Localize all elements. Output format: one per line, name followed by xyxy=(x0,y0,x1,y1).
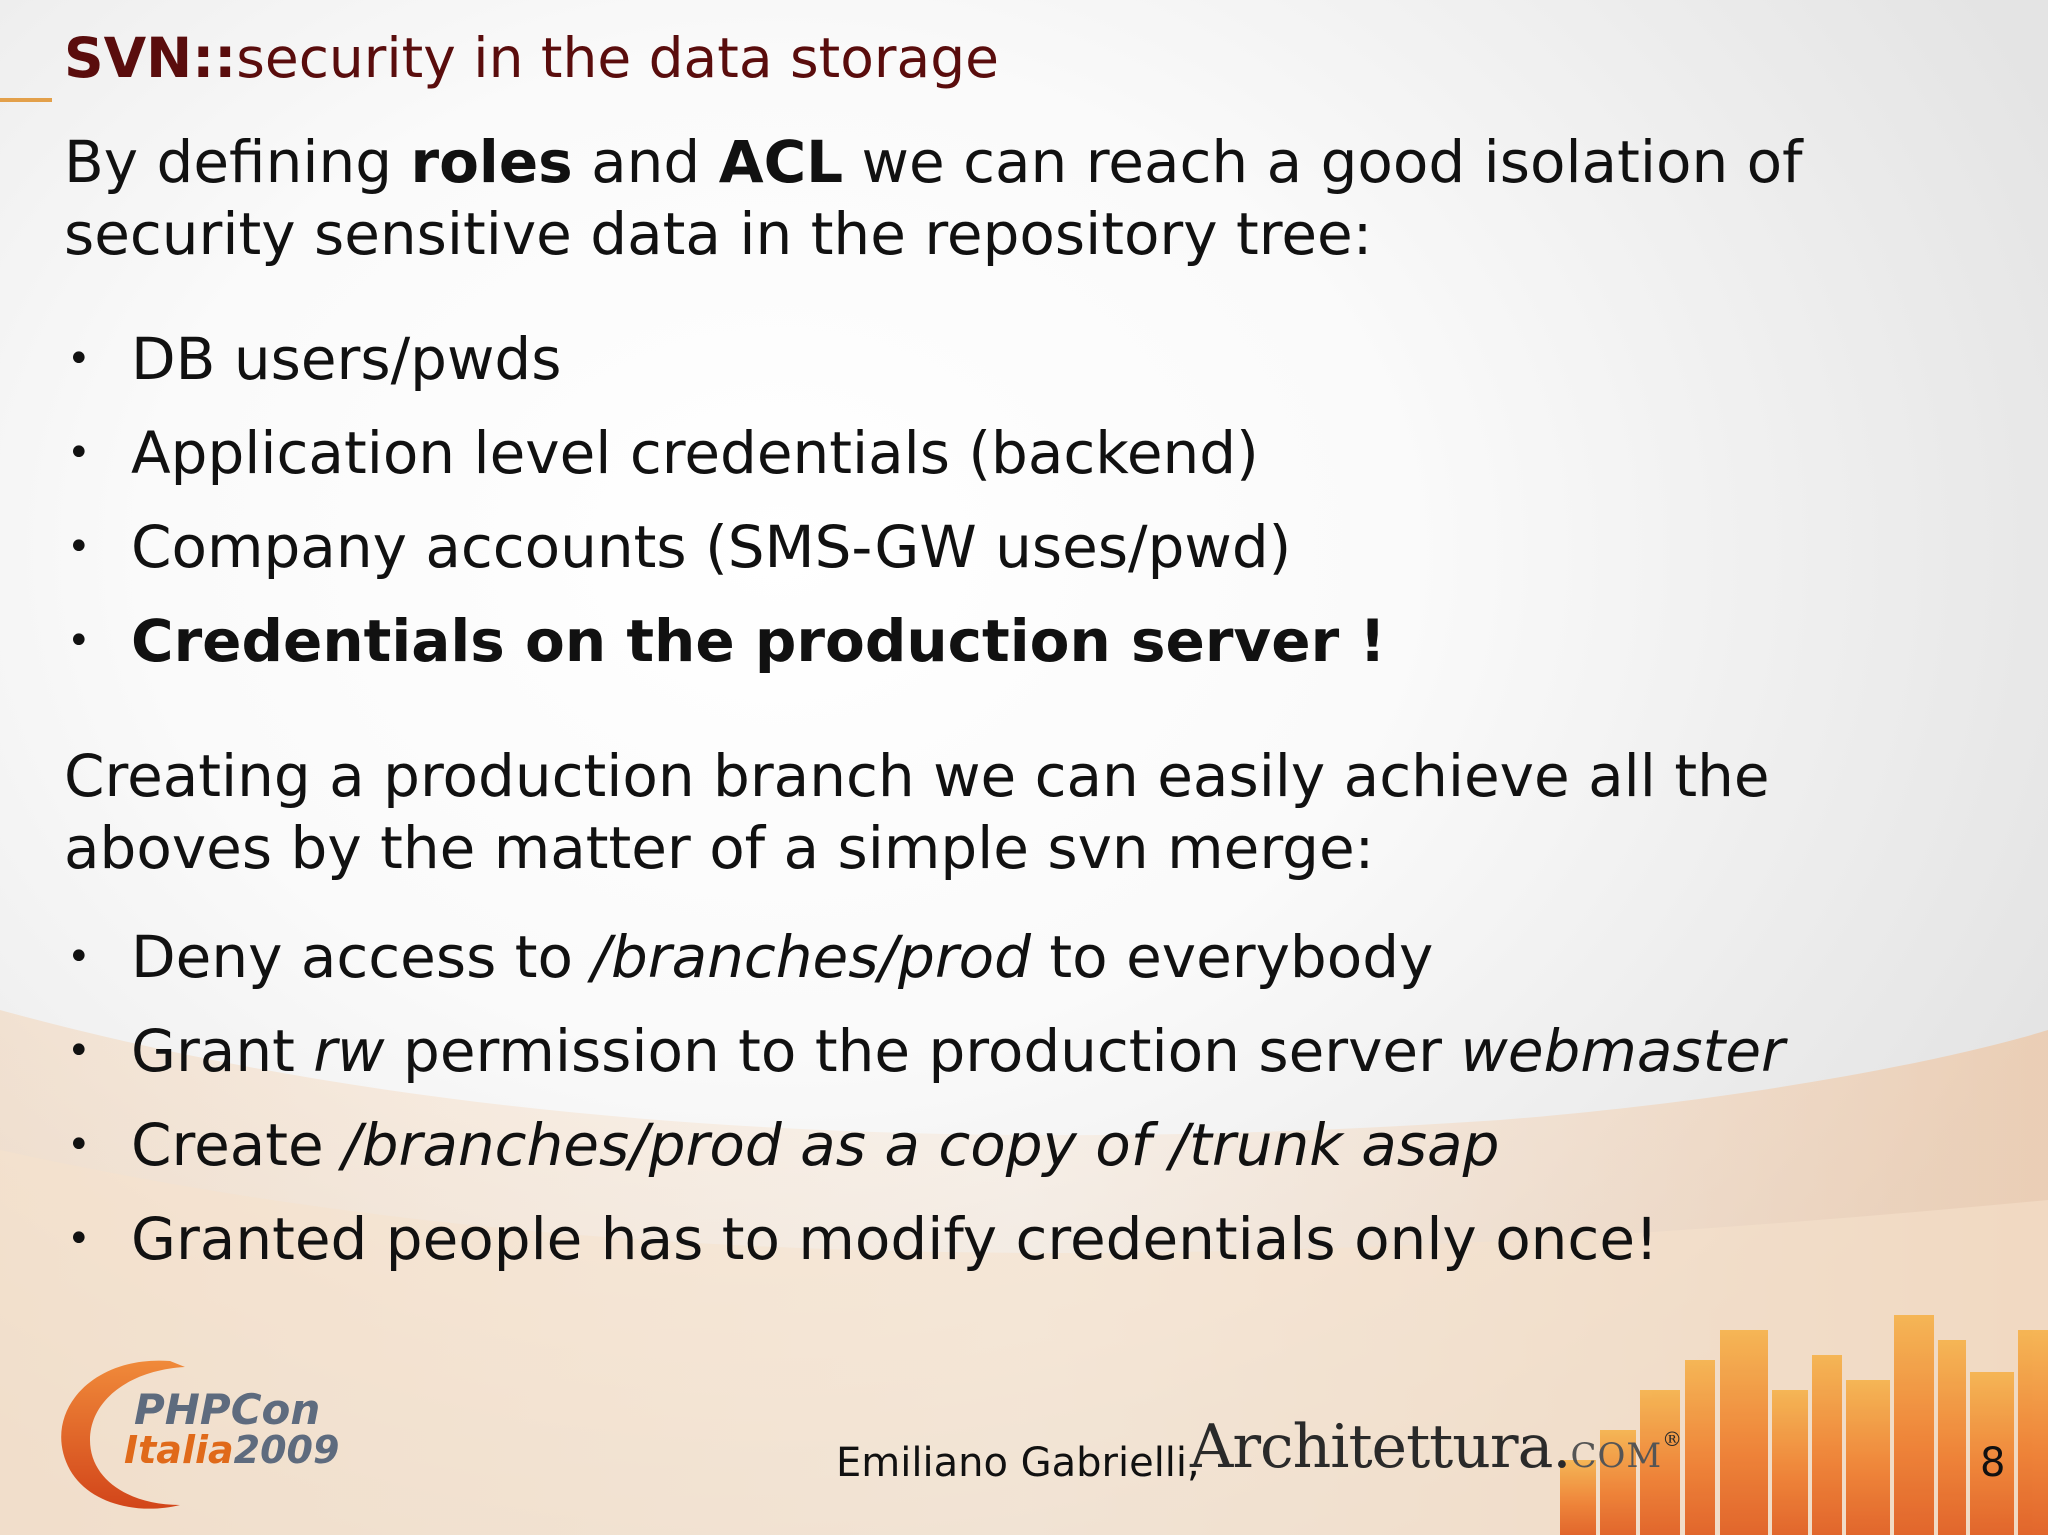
page-number: 8 xyxy=(1980,1440,2006,1486)
registered-mark: ® xyxy=(1662,1427,1682,1451)
intro-text-2: and xyxy=(572,128,719,196)
list-item-text: Grant xyxy=(131,1017,314,1085)
logo-text-italia-word: Italia xyxy=(124,1428,234,1472)
bullet-icon: • xyxy=(67,524,91,570)
branch-paragraph: Creating a production branch we can easi… xyxy=(64,742,1770,882)
list-item: • Deny access to /branches/prod to everyb… xyxy=(64,921,1785,1015)
phpcon-logo-icon xyxy=(61,1360,185,1509)
list-item-text: permission to the production server xyxy=(384,1017,1461,1085)
intro-paragraph: By defining roles and ACL we can reach a… xyxy=(64,126,1984,270)
list-item: • DB users/pwds xyxy=(64,323,1386,417)
title-text: security in the data storage xyxy=(236,26,999,90)
title-prefix: SVN:: xyxy=(64,26,237,90)
list-item-italic: /branches/prod as a copy of /trunk asap xyxy=(342,1111,1500,1179)
logo-text-phpcon: PHPCon xyxy=(134,1385,321,1434)
slide-title: SVN::security in the data storage xyxy=(64,26,999,90)
brand-name: Architettura. xyxy=(1190,1412,1571,1482)
steps-list: • Deny access to /branches/prod to everyb… xyxy=(64,921,1785,1297)
bullet-icon: • xyxy=(67,934,91,980)
intro-text-3: we can reach a good isolation of securit… xyxy=(64,128,1803,268)
list-item-italic: rw xyxy=(313,1017,385,1085)
list-item: • Create /branches/prod as a copy of /tru… xyxy=(64,1109,1785,1203)
list-item-text: to everybody xyxy=(1030,923,1434,991)
intro-text-1: By defining xyxy=(64,128,411,196)
list-item: • Grant rw permission to the production s… xyxy=(64,1015,1785,1109)
list-item-text: Company accounts (SMS-GW uses/pwd) xyxy=(131,513,1292,581)
bullet-icon: • xyxy=(67,1216,91,1262)
bullet-icon: • xyxy=(67,430,91,476)
title-accent-rule xyxy=(0,98,52,102)
bullet-icon: • xyxy=(67,336,91,382)
brand-logo: Architettura.COM® xyxy=(1190,1412,1682,1482)
list-item-italic: webmaster xyxy=(1460,1017,1785,1085)
list-item: • Credentials on the production server ! xyxy=(64,605,1386,699)
list-item-text: DB users/pwds xyxy=(131,325,562,393)
list-item: • Company accounts (SMS-GW uses/pwd) xyxy=(64,511,1386,605)
credentials-list: • DB users/pwds • Application level creden… xyxy=(64,323,1386,699)
brand-suffix: COM xyxy=(1570,1436,1663,1476)
logo-text-italia: Italia2009 xyxy=(124,1428,339,1472)
list-item-text: Create xyxy=(131,1111,343,1179)
list-item: • Application level credentials (backend) xyxy=(64,417,1386,511)
logo-text-year: 2009 xyxy=(233,1428,340,1472)
list-item-text: Granted people has to modify credentials… xyxy=(131,1205,1659,1273)
list-item-text: Credentials on the production server ! xyxy=(131,607,1386,675)
intro-bold-roles: roles xyxy=(410,128,573,196)
bullet-icon: • xyxy=(67,618,91,664)
bullet-icon: • xyxy=(67,1122,91,1168)
bullet-icon: • xyxy=(67,1028,91,1074)
list-item: • Granted people has to modify credential… xyxy=(64,1203,1785,1297)
list-item-text: Deny access to xyxy=(131,923,592,991)
footer-author: Emiliano Gabrielli, xyxy=(836,1440,1200,1486)
list-item-italic: /branches/prod xyxy=(591,923,1031,991)
list-item-text: Application level credentials (backend) xyxy=(131,419,1259,487)
intro-bold-acl: ACL xyxy=(718,128,844,196)
